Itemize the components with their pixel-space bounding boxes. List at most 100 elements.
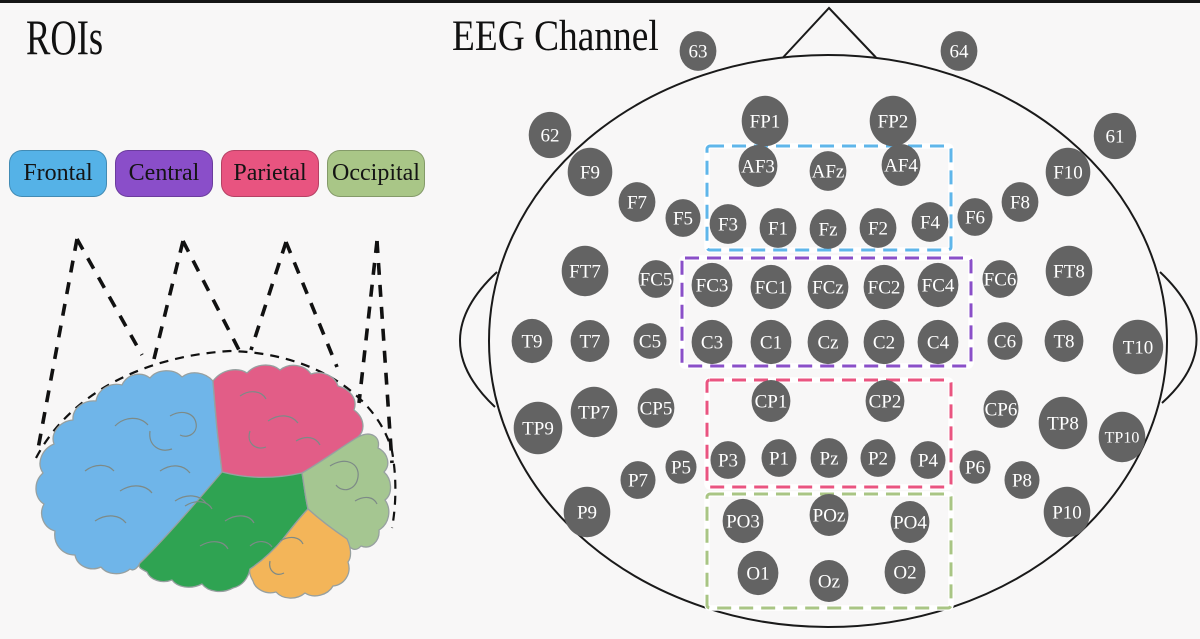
electrode-AF4: AF4 <box>881 144 921 186</box>
svg-text:FC2: FC2 <box>868 278 901 299</box>
electrode-CP5: CP5 <box>637 388 675 428</box>
right-ear <box>1159 271 1198 404</box>
electrode-C1: C1 <box>750 319 792 365</box>
electrode-P3: P3 <box>710 441 746 479</box>
electrode-FC1: FC1 <box>750 264 792 310</box>
brain-region-occipital <box>301 433 392 550</box>
svg-text:FT7: FT7 <box>569 262 601 283</box>
electrode-TP7: TP7 <box>570 386 618 438</box>
svg-text:Cz: Cz <box>817 333 838 354</box>
electrode-FC4: FC4 <box>917 262 959 308</box>
svg-text:FC1: FC1 <box>755 278 788 299</box>
svg-text:Pz: Pz <box>820 449 839 470</box>
svg-text:FC3: FC3 <box>696 276 729 297</box>
electrode-FP2: FP2 <box>869 95 917 147</box>
electrode-63: 63 <box>679 31 717 71</box>
electrode-PO3: PO3 <box>722 498 764 544</box>
svg-text:Fz: Fz <box>819 220 838 241</box>
svg-text:O1: O1 <box>746 564 769 585</box>
electrode-P1: P1 <box>761 439 797 477</box>
electrode-P5: P5 <box>665 450 697 484</box>
electrode-61: 61 <box>1093 112 1137 160</box>
svg-text:FC6: FC6 <box>984 270 1017 291</box>
brain <box>35 364 392 599</box>
dashed-arc <box>35 349 397 529</box>
electrode-PO4: PO4 <box>890 501 930 543</box>
legend-chip-central: Central <box>115 150 213 197</box>
electrode-P4: P4 <box>910 441 946 479</box>
svg-text:POz: POz <box>813 506 846 527</box>
electrode-62: 62 <box>528 111 572 159</box>
electrode-C5: C5 <box>633 323 667 359</box>
left-ear <box>459 271 498 408</box>
electrode-AF3: AF3 <box>738 145 778 187</box>
electrode-F8: F8 <box>1001 182 1039 222</box>
nose <box>782 6 877 59</box>
electrode-F1: F1 <box>759 208 797 248</box>
legend-chip-occipital: Occipital <box>327 150 425 197</box>
svg-text:AF3: AF3 <box>741 157 775 178</box>
roi-box-central <box>680 256 973 368</box>
svg-text:CP1: CP1 <box>755 392 788 413</box>
electrode-Pz: Pz <box>810 438 848 478</box>
svg-text:P7: P7 <box>628 471 648 492</box>
electrode-T10: T10 <box>1112 319 1164 375</box>
svg-text:P9: P9 <box>577 503 597 524</box>
electrode-CP1: CP1 <box>751 380 791 422</box>
svg-text:FC5: FC5 <box>640 270 673 291</box>
svg-text:AFz: AFz <box>812 162 845 183</box>
svg-text:P2: P2 <box>868 449 888 470</box>
svg-text:C5: C5 <box>639 332 661 353</box>
legend-chip-parietal: Parietal <box>221 150 319 197</box>
svg-text:TP8: TP8 <box>1047 414 1079 435</box>
svg-text:C2: C2 <box>873 333 895 354</box>
electrode-FC3: FC3 <box>691 262 733 308</box>
svg-text:FP1: FP1 <box>750 112 781 133</box>
svg-text:63: 63 <box>689 42 708 63</box>
svg-text:TP10: TP10 <box>1105 430 1140 447</box>
svg-text:F3: F3 <box>718 215 738 236</box>
svg-text:C6: C6 <box>994 332 1016 353</box>
electrode-Oz: Oz <box>809 560 849 602</box>
right-panel-title: EEG Channel <box>452 13 659 60</box>
electrode-T9: T9 <box>511 318 553 364</box>
head-ellipse <box>488 54 1168 628</box>
svg-text:P10: P10 <box>1052 503 1082 524</box>
roi-legend: Frontal Central Parietal Occipital <box>9 150 425 197</box>
electrode-F9: F9 <box>567 147 613 197</box>
svg-text:P1: P1 <box>769 449 789 470</box>
svg-text:P6: P6 <box>965 458 985 479</box>
brain-region-cerebellum <box>248 508 352 599</box>
svg-text:T9: T9 <box>521 332 542 353</box>
svg-text:T10: T10 <box>1123 338 1154 359</box>
svg-text:F10: F10 <box>1053 163 1083 184</box>
svg-text:AF4: AF4 <box>884 156 918 177</box>
svg-text:F9: F9 <box>580 163 600 184</box>
electrode-FC6: FC6 <box>982 260 1018 298</box>
svg-text:64: 64 <box>950 42 970 63</box>
electrode-F4: F4 <box>911 202 949 242</box>
svg-text:FT8: FT8 <box>1053 262 1085 283</box>
legend-chip-frontal: Frontal <box>9 150 107 197</box>
svg-text:61: 61 <box>1106 127 1125 148</box>
svg-text:FP2: FP2 <box>878 112 909 133</box>
svg-text:F8: F8 <box>1010 193 1030 214</box>
electrode-FP1: FP1 <box>741 95 789 147</box>
svg-text:CP6: CP6 <box>985 400 1018 421</box>
electrode-FC2: FC2 <box>863 264 905 310</box>
svg-text:62: 62 <box>541 126 560 147</box>
svg-text:PO3: PO3 <box>726 512 760 533</box>
svg-text:P3: P3 <box>718 451 738 472</box>
electrode-Fz: Fz <box>809 209 847 249</box>
electrode-C6: C6 <box>987 322 1023 360</box>
electrode-FC5: FC5 <box>638 260 674 298</box>
svg-text:FCz: FCz <box>812 278 844 299</box>
svg-text:F2: F2 <box>868 219 888 240</box>
electrode-P7: P7 <box>620 461 656 499</box>
svg-text:F6: F6 <box>965 208 985 229</box>
svg-text:Oz: Oz <box>818 572 840 593</box>
electrode-F7: F7 <box>618 182 656 222</box>
